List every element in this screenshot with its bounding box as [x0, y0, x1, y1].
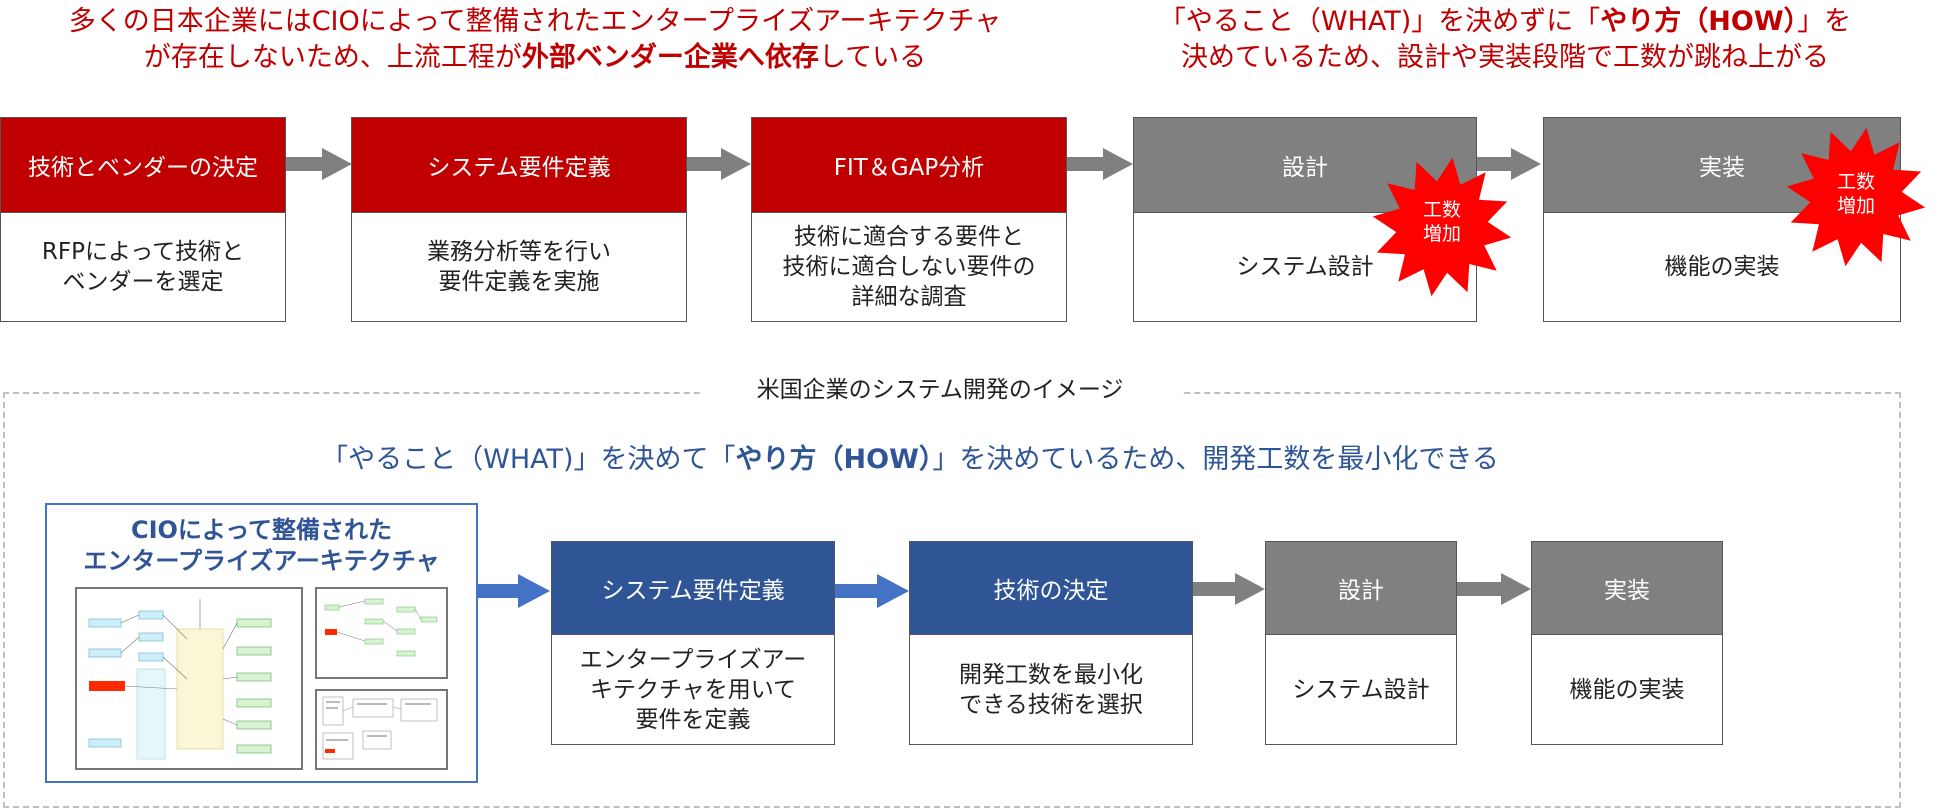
us-step-title: 実装 — [1532, 542, 1722, 634]
arrow-right-icon — [1457, 573, 1531, 605]
japan-note-right-line1: 「やること（WHAT)」を決めずに「やり方（HOW）」を — [1158, 6, 1852, 37]
japan-step-desc: RFPによって技術とベンダーを選定 — [1, 212, 285, 321]
us-step-desc: 機能の実装 — [1532, 634, 1722, 744]
japan-note-left-line1: 多くの日本企業にはCIOによって整備されたエンタープライズアーキテクチャ — [68, 6, 1002, 37]
japan-step-vendor-decision: 技術とベンダーの決定 RFPによって技術とベンダーを選定 — [0, 117, 286, 322]
us-step-desc: システム設計 — [1266, 634, 1456, 744]
japan-step-title: FIT＆GAP分析 — [752, 118, 1066, 212]
us-step-title: 技術の決定 — [910, 542, 1192, 634]
japan-note-left-line2: が存在しないため、上流工程が外部ベンダー企業へ依存している — [143, 42, 927, 73]
us-step-implementation: 実装 機能の実装 — [1531, 541, 1723, 745]
us-step-title: 設計 — [1266, 542, 1456, 634]
japan-step-fit-gap: FIT＆GAP分析 技術に適合する要件と技術に適合しない要件の詳細な調査 — [751, 117, 1067, 322]
japan-step-desc: 業務分析等を行い要件定義を実施 — [352, 212, 686, 321]
architecture-diagram-thumbnail-large — [75, 587, 303, 770]
arrow-right-icon — [835, 574, 909, 608]
arrow-right-icon — [1067, 148, 1133, 180]
us-step-design: 設計 システム設計 — [1265, 541, 1457, 745]
japan-step-title: 技術とベンダーの決定 — [1, 118, 285, 212]
burst-label: 工数増加 — [1836, 171, 1875, 217]
arrow-right-icon — [687, 148, 751, 180]
japan-step-desc: 機能の実装 — [1544, 212, 1900, 321]
arrow-right-icon — [1193, 573, 1265, 605]
arrow-right-icon — [286, 148, 352, 180]
us-step-title: システム要件定義 — [552, 542, 834, 634]
us-step-requirements: システム要件定義 エンタープライズアーキテクチャを用いて要件を定義 — [551, 541, 835, 745]
starburst-icon — [1372, 157, 1512, 297]
architecture-diagram-thumbnail-small-top — [315, 587, 448, 679]
japan-note-right: 「やること（WHAT)」を決めずに「やり方（HOW）」を 決めているため、設計や… — [1080, 4, 1930, 76]
burst-label: 工数増加 — [1422, 199, 1461, 245]
japan-step-desc: 技術に適合する要件と技術に適合しない要件の詳細な調査 — [752, 212, 1066, 321]
arrow-right-icon — [1477, 148, 1541, 180]
japan-note-right-emphasis: やり方（HOW） — [1600, 6, 1798, 37]
enterprise-architecture-box: CIOによって整備されたエンタープライズアーキテクチャ — [45, 503, 478, 783]
us-step-desc: 開発工数を最小化できる技術を選択 — [910, 634, 1192, 744]
japan-note-right-line2: 決めているため、設計や実装段階で工数が跳ね上がる — [1181, 42, 1829, 73]
us-note-emphasis: やり方（HOW） — [735, 444, 933, 475]
us-section-title: 米国企業のシステム開発のイメージ — [700, 372, 1180, 408]
us-note: 「やること（WHAT)」を決めて「やり方（HOW）」を決めているため、開発工数を… — [321, 444, 1499, 475]
us-step-tech-decision: 技術の決定 開発工数を最小化できる技術を選択 — [909, 541, 1193, 745]
architecture-diagram-thumbnail-small-bottom — [315, 689, 448, 770]
japan-step-desc: システム設計 — [1134, 212, 1476, 321]
japan-note-left-emphasis: 外部ベンダー企業へ依存 — [521, 42, 819, 73]
japan-step-requirements: システム要件定義 業務分析等を行い要件定義を実施 — [351, 117, 687, 322]
starburst-icon — [1786, 127, 1926, 267]
arrow-right-icon — [478, 574, 550, 608]
japan-step-title: システム要件定義 — [352, 118, 686, 212]
ea-title: CIOによって整備されたエンタープライズアーキテクチャ — [83, 516, 440, 575]
us-step-desc: エンタープライズアーキテクチャを用いて要件を定義 — [552, 634, 834, 744]
japan-note-left: 多くの日本企業にはCIOによって整備されたエンタープライズアーキテクチャ が存在… — [10, 4, 1060, 76]
